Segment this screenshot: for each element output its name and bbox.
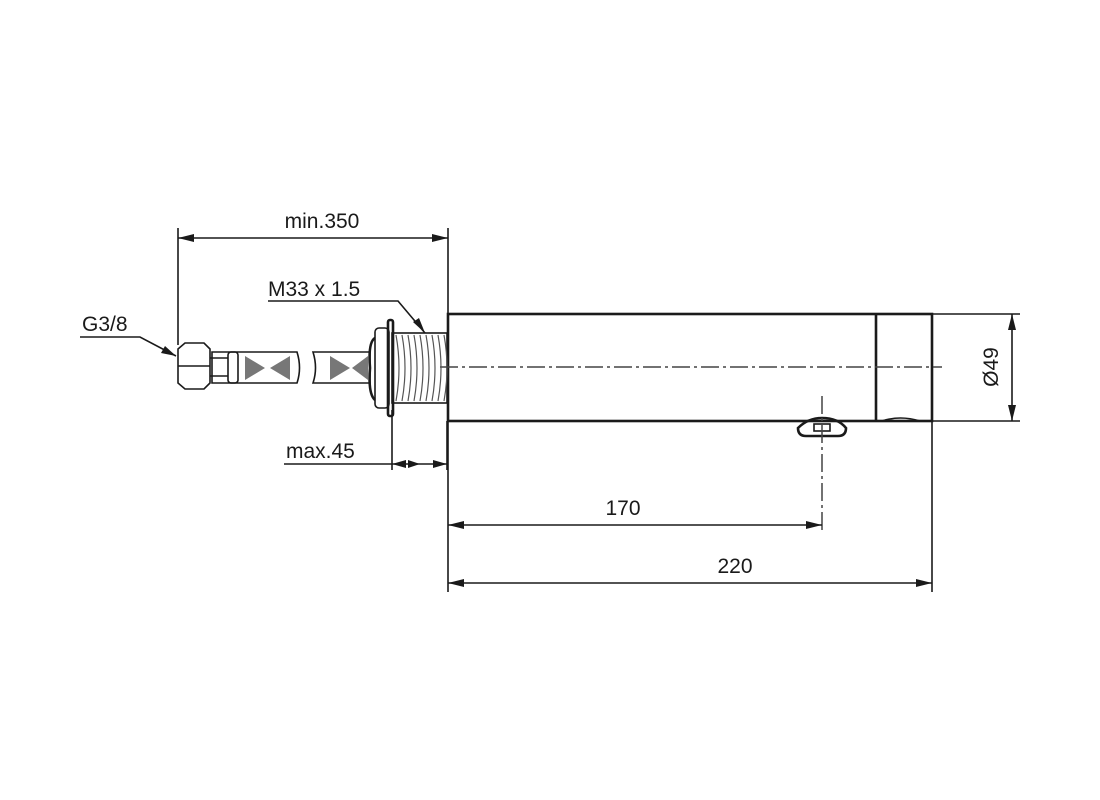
thread-line <box>401 334 406 402</box>
thread-line <box>413 334 418 402</box>
thread-line <box>431 334 436 402</box>
callout-connection: G3/8 <box>80 313 177 357</box>
label-thread: M33 x 1.5 <box>268 278 360 301</box>
dimension-170: 170 <box>447 421 822 592</box>
label-connection: G3/8 <box>82 313 128 336</box>
thread-line <box>443 334 448 402</box>
label-max-45: max.45 <box>286 440 355 463</box>
threaded-shank <box>368 318 448 418</box>
thread-line <box>425 334 430 402</box>
label-min-350: min.350 <box>285 210 360 233</box>
faucet-body <box>440 312 942 423</box>
supply-hose <box>177 342 371 390</box>
thread-line <box>395 334 400 402</box>
dimension-220: 220 <box>448 421 933 592</box>
dimension-max-45: max.45 <box>284 410 448 470</box>
dimension-diameter-49: Ø49 <box>932 313 1020 422</box>
thread-line <box>407 334 412 402</box>
callout-thread: M33 x 1.5 <box>268 278 426 334</box>
label-220: 220 <box>717 555 752 578</box>
dimension-min-350: min.350 <box>177 210 449 345</box>
thread-line <box>437 334 442 402</box>
label-diameter: Ø49 <box>980 347 1003 387</box>
label-170: 170 <box>605 497 640 520</box>
spout-outlet <box>796 396 848 530</box>
thread-line <box>419 334 424 402</box>
